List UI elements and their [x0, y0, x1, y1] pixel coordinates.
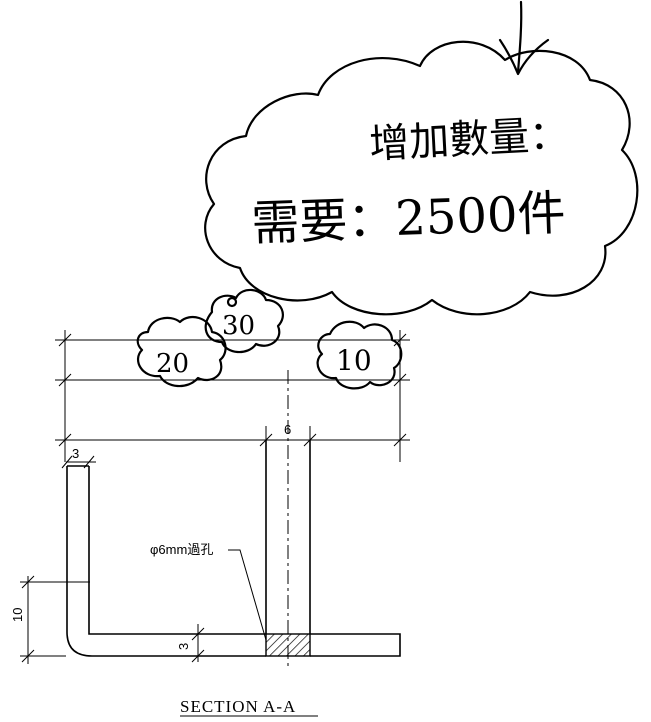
callout-arrow — [498, 0, 550, 76]
hole-leader — [228, 549, 267, 641]
speech-cloud — [204, 40, 639, 316]
cloud-right-value: 10 — [336, 344, 372, 377]
cloud-left: 20 — [136, 315, 227, 388]
note-line-1: 增加數量： — [368, 112, 570, 168]
dim-flange-height: 10 — [10, 608, 25, 622]
dim-flange-height-marks — [20, 575, 90, 664]
thought-bubble-dot — [226, 296, 238, 308]
dim-base-thickness-marks — [186, 624, 205, 663]
dim-wall-left: 3 — [72, 446, 79, 461]
dim-base-thickness: 3 — [176, 643, 191, 650]
section-title: SECTION A-A — [180, 697, 296, 716]
hole-label: φ6mm過孔 — [150, 542, 213, 557]
cloud-middle-value: 30 — [222, 311, 255, 341]
cloud-left-value: 20 — [156, 349, 189, 379]
part-outline — [66, 440, 401, 657]
note-line-2: 需要：2500件 — [250, 185, 566, 252]
cloud-middle: 30 — [204, 288, 284, 354]
cloud-right: 10 — [316, 320, 403, 390]
dim-wall-left-marks — [61, 455, 96, 469]
